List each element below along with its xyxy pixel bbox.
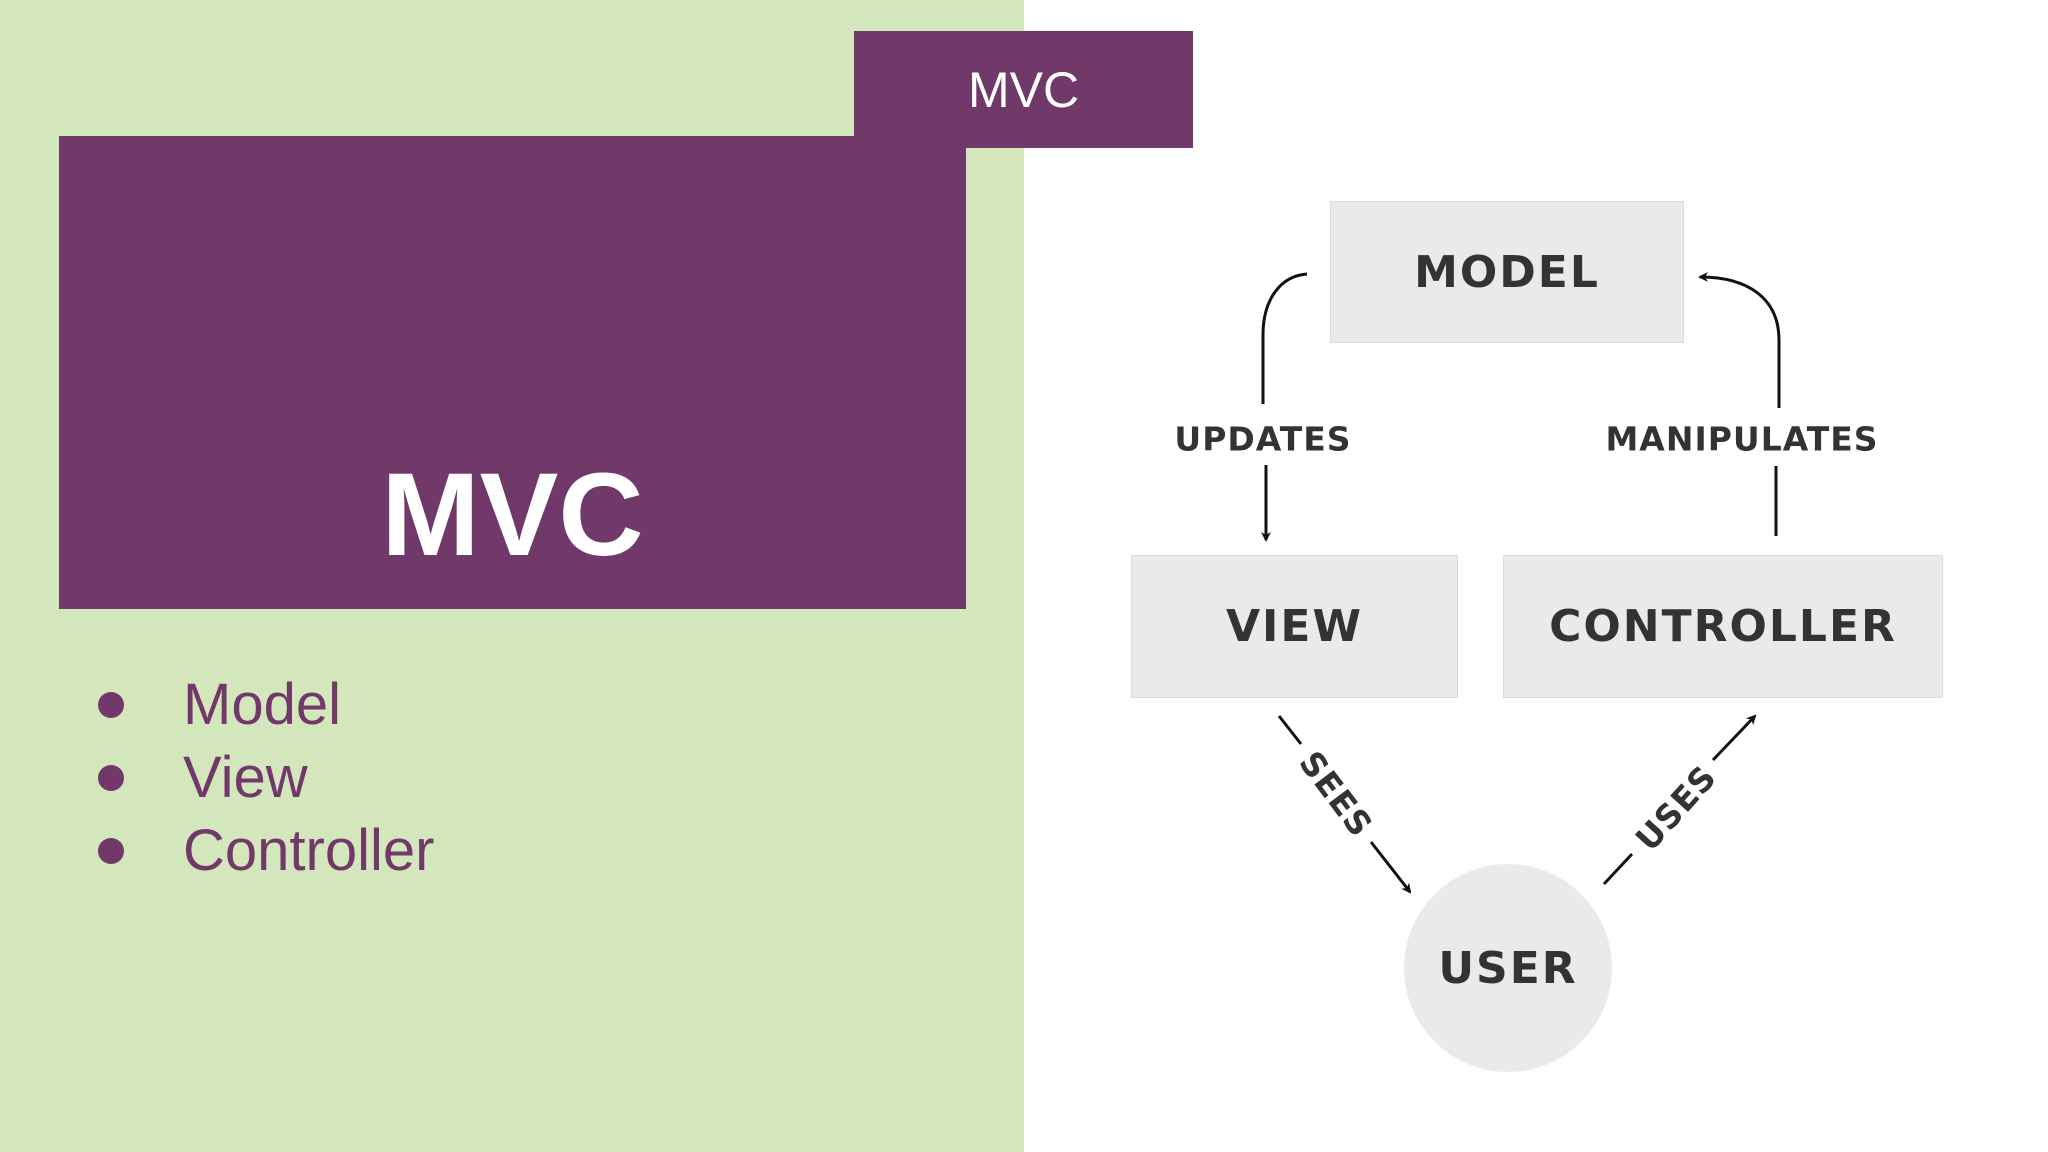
controller-node: CONTROLLER <box>1503 555 1943 698</box>
bullet-text: View <box>183 745 308 810</box>
list-item: View <box>98 741 434 814</box>
model-node: MODEL <box>1330 201 1684 343</box>
sees-arrow-top <box>1277 715 1303 745</box>
bullet-text: Controller <box>183 818 435 883</box>
updates-arrow-top <box>1261 272 1308 404</box>
user-node: USER <box>1404 864 1612 1072</box>
bullet-icon <box>98 837 124 864</box>
sees-arrow-bottom <box>1369 841 1412 894</box>
manipulates-label: MANIPULATES <box>1605 419 1879 459</box>
list-item: Model <box>98 668 434 741</box>
bullet-text: Model <box>183 672 341 737</box>
bullet-list: Model View Controller <box>98 668 434 887</box>
manipulates-arrow-top <box>1698 272 1781 408</box>
list-item: Controller <box>98 814 434 887</box>
view-node: VIEW <box>1131 555 1458 698</box>
bullet-icon <box>98 691 124 718</box>
bullet-icon <box>98 764 124 791</box>
title-block: MVC <box>59 136 966 609</box>
uses-arrow-top <box>1711 714 1757 762</box>
slide-title: MVC <box>381 449 644 581</box>
uses-arrow-bottom <box>1602 852 1634 886</box>
updates-label: UPDATES <box>1174 419 1352 459</box>
section-tag: MVC <box>854 31 1193 148</box>
